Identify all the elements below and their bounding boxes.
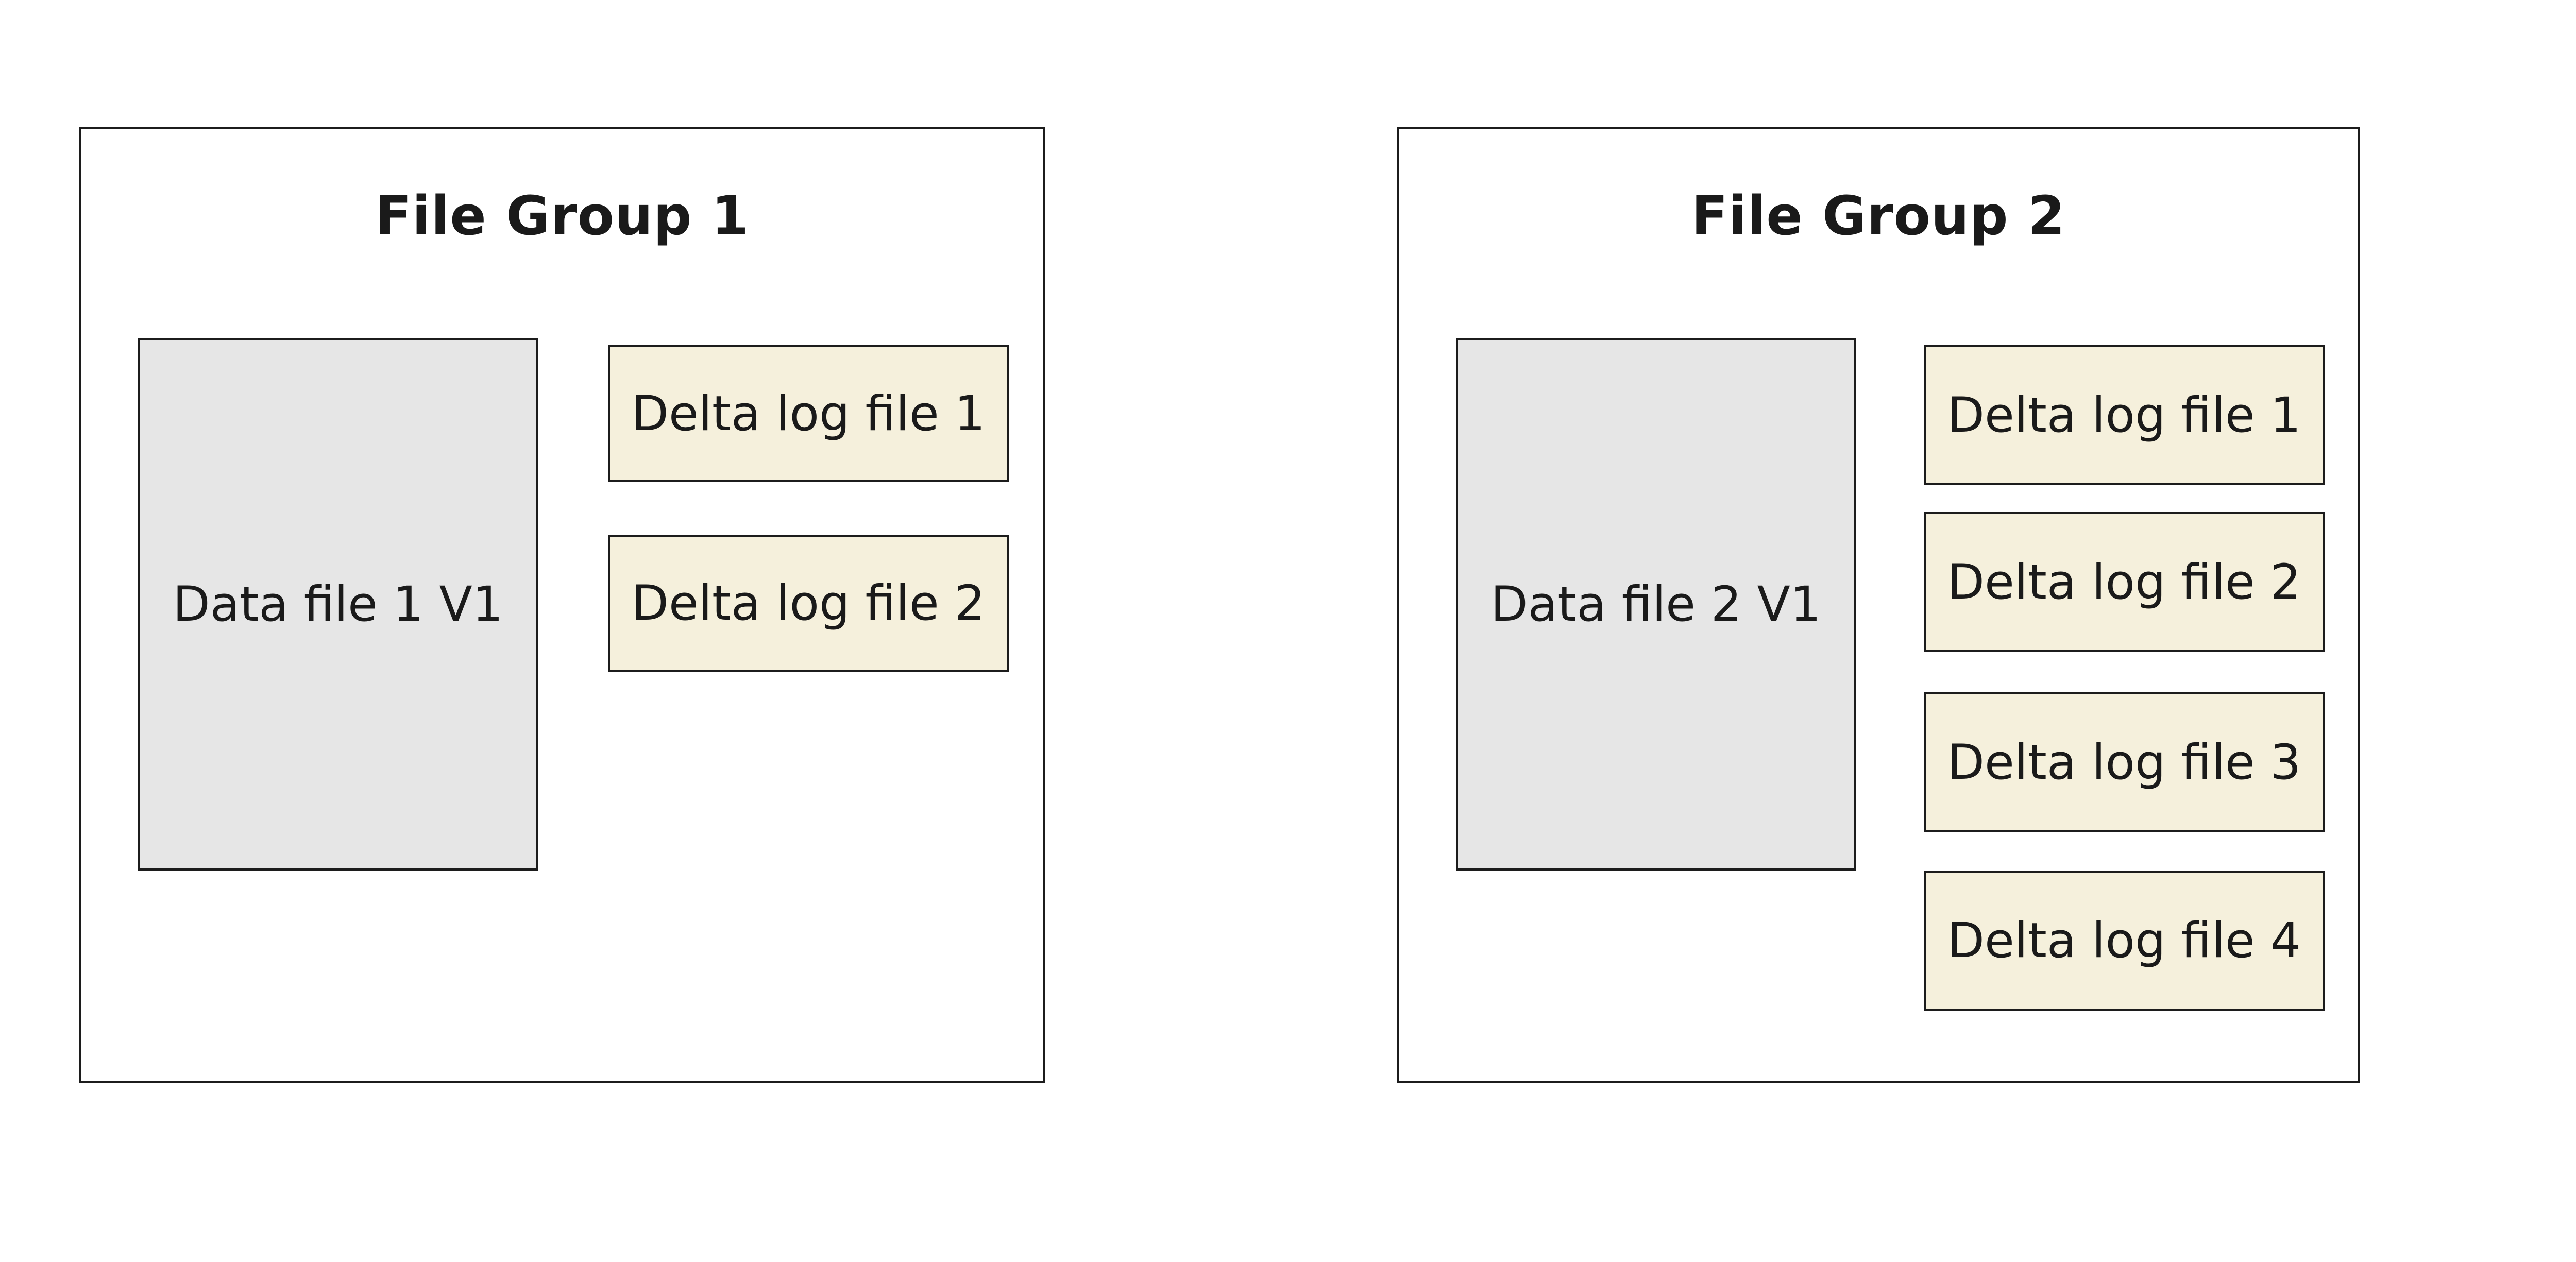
file-group-1-title: File Group 1	[375, 184, 750, 247]
file-group-2-box: File Group 2 Data file 2 V1 Delta log fi…	[1397, 127, 2360, 1083]
data-file-2-label: Data file 2 V1	[1490, 576, 1821, 633]
group2-delta-log-file-1-label: Delta log file 1	[1947, 387, 2301, 444]
group2-delta-log-file-1-box: Delta log file 1	[1924, 345, 2325, 485]
group1-delta-log-file-2-label: Delta log file 2	[631, 575, 986, 632]
group2-delta-log-file-4-label: Delta log file 4	[1947, 912, 2301, 969]
data-file-1-label: Data file 1 V1	[173, 576, 503, 633]
group2-delta-log-file-2-box: Delta log file 2	[1924, 512, 2325, 652]
group2-delta-log-file-2-label: Delta log file 2	[1947, 554, 2301, 610]
data-file-2-box: Data file 2 V1	[1456, 338, 1856, 871]
group1-delta-log-file-1-label: Delta log file 1	[631, 385, 986, 442]
group1-delta-log-file-1-box: Delta log file 1	[608, 345, 1009, 482]
group2-delta-log-file-3-label: Delta log file 3	[1947, 734, 2301, 791]
group2-delta-log-file-3-box: Delta log file 3	[1924, 692, 2325, 832]
data-file-1-box: Data file 1 V1	[138, 338, 538, 871]
group1-delta-log-file-2-box: Delta log file 2	[608, 535, 1009, 672]
group2-delta-log-file-4-box: Delta log file 4	[1924, 871, 2325, 1011]
file-group-1-box: File Group 1 Data file 1 V1 Delta log fi…	[79, 127, 1045, 1083]
file-group-2-title: File Group 2	[1691, 184, 2066, 247]
